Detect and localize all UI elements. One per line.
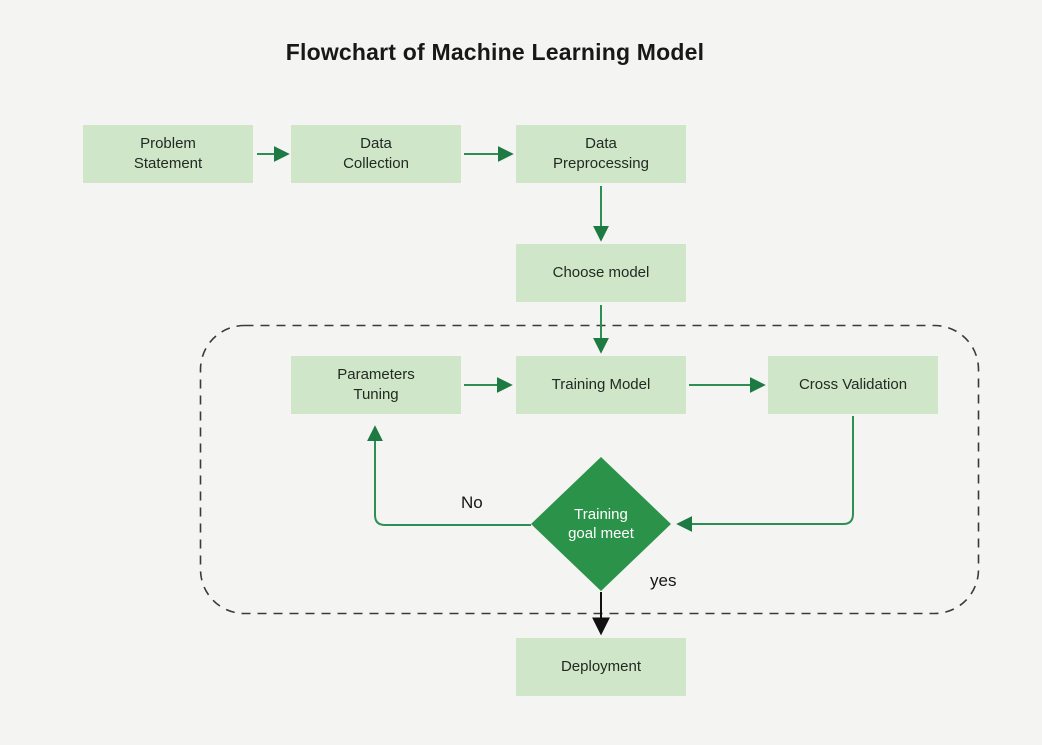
node-problem-statement: Problem Statement — [83, 125, 253, 183]
arrow-cross-validation-to-decision — [676, 416, 854, 532]
node-data-preprocessing: Data Preprocessing — [516, 125, 686, 183]
node-deployment: Deployment — [516, 638, 686, 696]
edge-label-yes: yes — [650, 571, 677, 590]
node-parameters-tuning: Parameters Tuning — [291, 356, 461, 414]
node-cross-validation: Cross Validation — [768, 356, 938, 414]
node-training-model: Training Model — [516, 356, 686, 414]
arrow-decision-no-to-tuning — [367, 425, 531, 526]
diagram-title: Flowchart of Machine Learning Model — [285, 39, 705, 65]
node-data-collection: Data Collection — [291, 125, 461, 183]
edge-label-no: No — [461, 493, 483, 512]
decision-training-goal-meet: Training goal meet — [568, 505, 634, 543]
node-choose-model: Choose model — [516, 244, 686, 302]
